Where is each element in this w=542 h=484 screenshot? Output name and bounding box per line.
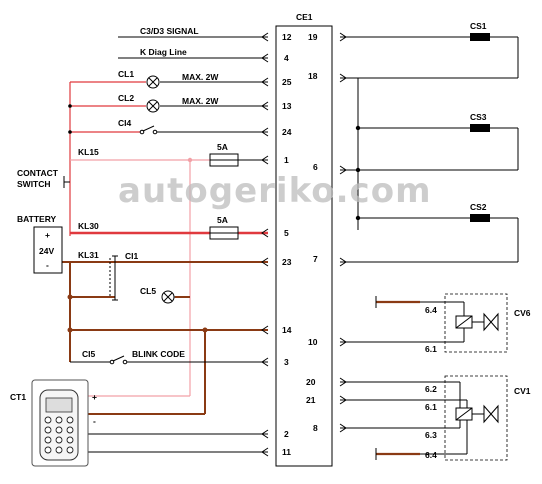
lamp-cl5-label: CL5 — [140, 286, 156, 296]
pin-label-21: 21 — [306, 395, 316, 405]
pin-label-25: 25 — [282, 77, 292, 87]
fuse-2-label: 5A — [217, 215, 228, 225]
contact-switch-label-line2: SWITCH — [17, 179, 51, 189]
connector-title: CE1 — [296, 12, 313, 22]
blink-code-label: BLINK CODE — [132, 349, 185, 359]
pin-label-1: 1 — [284, 155, 289, 165]
battery-plus: + — [45, 230, 50, 240]
valve-cv6-pin-61: 6.1 — [425, 344, 437, 354]
lamp-cl1-icon — [146, 75, 160, 89]
controller-plus: + — [92, 392, 97, 402]
fuse-2-icon — [209, 226, 239, 240]
switch-ci4-icon — [139, 125, 158, 135]
pin-label-6: 6 — [313, 162, 318, 172]
switch-ci1-label: CI1 — [125, 251, 139, 261]
pin-label-11: 11 — [282, 447, 291, 457]
switch-ci5-icon — [109, 355, 128, 365]
valve-cv6 — [444, 293, 508, 353]
controller-label: CT1 — [10, 392, 26, 402]
switch-ci1-icon — [109, 255, 118, 301]
sensor-cs1-label: CS1 — [470, 21, 487, 31]
right-pin-arrows — [339, 32, 347, 433]
lamp-cl5-icon — [161, 290, 175, 304]
pin-label-12: 12 — [282, 32, 292, 42]
lamp-cl1-label: CL1 — [118, 69, 134, 79]
c3d3-signal-label: C3/D3 SIGNAL — [140, 26, 199, 36]
battery-voltage: 24V — [39, 246, 54, 256]
lamp-cl2-icon — [146, 99, 160, 113]
sensor-cs3-icon — [470, 124, 490, 132]
pin-label-2: 2 — [284, 429, 289, 439]
pin-label-10: 10 — [308, 337, 318, 347]
kl31-label: KL31 — [78, 250, 99, 260]
valve-cv6-label: CV6 — [514, 308, 531, 318]
pin-label-13: 13 — [282, 101, 292, 111]
valve-cv1 — [444, 375, 508, 461]
pin-label-18: 18 — [308, 71, 318, 81]
supply-wires — [69, 81, 210, 397]
sensor-cs3-label: CS3 — [470, 112, 487, 122]
kl15-label: KL15 — [78, 147, 99, 157]
lamp-cl1-max-label: MAX. 2W — [182, 72, 219, 82]
pin-label-3: 3 — [284, 357, 289, 367]
valve-cv1-pin-64: 6.4 — [425, 450, 437, 460]
battery-label: BATTERY — [17, 214, 57, 224]
valve-cv1-label: CV1 — [514, 386, 531, 396]
contact-switch-icon — [63, 176, 70, 188]
valve-cv1-pin-61: 6.1 — [425, 402, 437, 412]
pin-label-24: 24 — [282, 127, 292, 137]
sensor-cs2-icon — [470, 214, 490, 222]
left-pin-arrows — [261, 32, 269, 457]
switch-ci4-label: CI4 — [118, 118, 132, 128]
connector-ce1: CE1 12 4 25 13 24 1 5 23 14 3 2 11 19 18… — [275, 12, 333, 467]
pin-label-20: 20 — [306, 377, 316, 387]
signal-wires — [70, 36, 519, 455]
valve-cv6-pin-64: 6.4 — [425, 305, 437, 315]
lamp-cl2-label: CL2 — [118, 93, 134, 103]
ground-wires — [69, 261, 420, 456]
pin-label-8: 8 — [313, 423, 318, 433]
junction-dots — [67, 104, 361, 333]
fuse-1-icon — [209, 153, 239, 167]
pin-label-14: 14 — [282, 325, 292, 335]
watermark: autogeriko.com — [118, 171, 432, 211]
k-diag-line-label: K Diag Line — [140, 47, 187, 57]
pin-label-4: 4 — [284, 53, 289, 63]
pin-label-5: 5 — [284, 228, 289, 238]
valve-cv1-pin-62: 6.2 — [425, 384, 437, 394]
kl30-label: KL30 — [78, 221, 99, 231]
pin-label-23: 23 — [282, 257, 292, 267]
controller-keypad-icon — [44, 416, 74, 454]
pin-label-19: 19 — [308, 32, 318, 42]
battery-minus: - — [46, 260, 49, 270]
controller-ct1 — [31, 379, 89, 467]
controller-minus: - — [93, 416, 96, 426]
pin-label-7: 7 — [313, 254, 318, 264]
sensor-cs2-label: CS2 — [470, 202, 487, 212]
lamp-cl2-max-label: MAX. 2W — [182, 96, 219, 106]
battery-icon — [33, 226, 63, 274]
valve-cv1-pin-63: 6.3 — [425, 430, 437, 440]
switch-ci5-label: CI5 — [82, 349, 96, 359]
sensor-cs1-icon — [470, 33, 490, 41]
fuse-1-label: 5A — [217, 142, 228, 152]
contact-switch-label-line1: CONTACT — [17, 168, 59, 178]
